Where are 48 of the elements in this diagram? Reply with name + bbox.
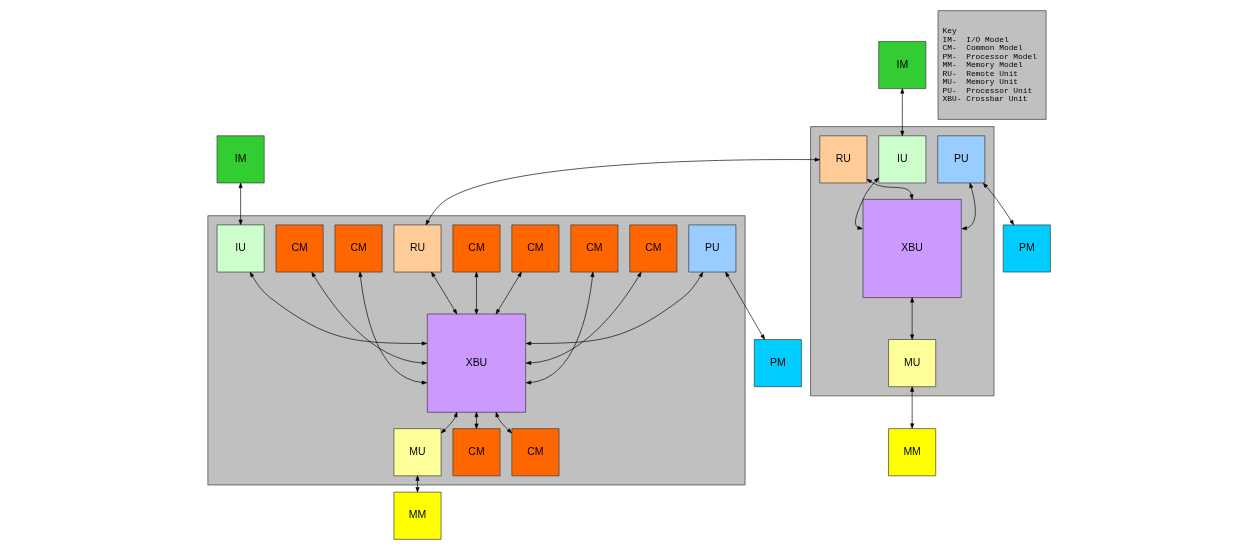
arrow	[961, 182, 976, 231]
arrow	[525, 271, 641, 365]
node-box: RU	[393, 224, 441, 273]
node-box: XBU	[862, 199, 962, 298]
arrow	[310, 271, 427, 365]
arrow	[724, 271, 765, 340]
arrow	[474, 271, 478, 315]
node-box: MU	[393, 428, 441, 477]
cluster	[809, 126, 994, 397]
node-box: CM	[628, 224, 677, 273]
arrow	[525, 271, 703, 346]
node-box: RU	[818, 135, 867, 184]
arrow	[982, 182, 1014, 226]
arrow	[854, 177, 879, 230]
node-box: CM	[334, 224, 382, 273]
arrow	[425, 157, 820, 226]
node-box: CM	[452, 428, 500, 477]
arrow	[909, 297, 914, 340]
arrow	[495, 271, 522, 315]
node-box: PM	[1002, 224, 1051, 273]
node-box: CM	[569, 224, 618, 273]
arrow	[238, 182, 243, 225]
node-box: IM	[216, 135, 265, 184]
node-box: CM	[452, 224, 500, 273]
arrow	[899, 88, 904, 136]
arrow	[474, 411, 478, 429]
arrow	[866, 178, 913, 200]
node-box: MM	[393, 491, 441, 540]
node-box: MU	[887, 339, 936, 388]
node-box: PU	[687, 224, 736, 273]
node-box: XBU	[426, 313, 526, 413]
arrow	[525, 271, 594, 385]
node-box: MM	[887, 428, 936, 477]
arrow	[430, 271, 457, 315]
arrow	[249, 271, 427, 346]
arrow	[495, 411, 512, 434]
node-box: PU	[936, 135, 985, 184]
arrow	[358, 271, 427, 385]
node-box: CM	[275, 224, 323, 273]
arrow	[909, 386, 914, 429]
arrow	[440, 411, 457, 434]
arrow	[415, 475, 419, 493]
node-box: CM	[511, 224, 559, 273]
node-box: CM	[511, 428, 559, 477]
node-box: PM	[753, 339, 802, 388]
node-box: IU	[877, 135, 926, 184]
node-box: IM	[877, 41, 926, 89]
node-box: IU	[216, 224, 265, 273]
